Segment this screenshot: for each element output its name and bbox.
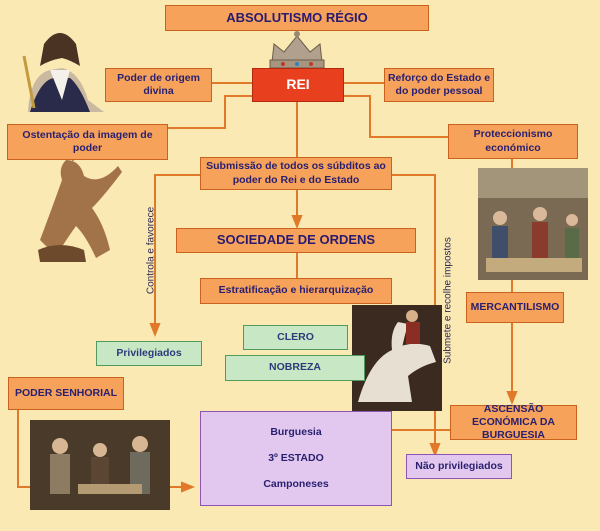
mercantilismo-box: MERCANTILISMO <box>466 292 564 323</box>
connector-rei-proteccionismo <box>344 95 448 138</box>
poder-divino-label: Poder de origem divina <box>117 71 200 97</box>
ascensao-box: ASCENSÃO ECONÓMICA DA BURGUESIA <box>450 402 577 442</box>
terceiro-estado-label: 3º ESTADO <box>268 451 324 464</box>
rei-label: REI <box>286 76 310 93</box>
title-absolutismo-box: ABSOLUTISMO RÉGIO <box>165 5 429 31</box>
sociedade-label: SOCIEDADE DE ORDENS <box>216 232 376 248</box>
mercantilismo-label: MERCANTILISMO <box>470 300 560 313</box>
baroque-statue-picture <box>38 154 122 262</box>
estratificacao-label: Estratificação e hierarquização <box>218 284 374 297</box>
submissao-label: Submissão de todos os súbditos ao poder … <box>206 160 386 186</box>
reforco-box: Reforço do Estado e do poder pessoal <box>384 68 494 102</box>
submete-label: Submete e recolhe impostos <box>442 237 454 364</box>
proteccionismo-box: Proteccionismo económico <box>448 124 578 159</box>
clero-label: CLERO <box>277 330 314 343</box>
nao-privilegiados-box: Não privilegiados <box>406 454 512 479</box>
ostentacao-label: Ostentação da imagem de poder <box>22 128 153 154</box>
crown-icon <box>269 31 325 69</box>
sociedade-box: SOCIEDADE DE ORDENS <box>176 228 416 253</box>
controla-label: Controla e favorece <box>145 206 157 295</box>
peasant-family-painting-picture <box>30 420 170 510</box>
nao-privilegiados-label: Não privilegiados <box>415 459 503 472</box>
burguesia-label: Burguesia <box>270 426 322 439</box>
privilegiados-label: Privilegiados <box>116 346 182 359</box>
arrow-controla <box>149 174 200 337</box>
submissao-box: Submissão de todos os súbditos ao poder … <box>200 157 392 190</box>
poder-divino-box: Poder de origem divina <box>105 68 212 102</box>
terceiro-estado-box: Burguesia 3º ESTADO Camponeses <box>200 411 392 506</box>
poder-senhorial-box: PODER SENHORIAL <box>8 377 124 410</box>
ascensao-label: ASCENSÃO ECONÓMICA DA BURGUESIA <box>471 402 556 442</box>
nobreza-label: NOBREZA <box>269 361 321 374</box>
poder-senhorial-label: PODER SENHORIAL <box>14 386 118 399</box>
clero-box: CLERO <box>243 325 348 350</box>
tapestry-scene-picture <box>478 168 588 280</box>
reforco-label: Reforço do Estado e do poder pessoal <box>387 71 491 97</box>
title-absolutismo: ABSOLUTISMO RÉGIO <box>226 9 368 25</box>
rei-box: REI <box>252 68 344 102</box>
estratificacao-box: Estratificação e hierarquização <box>200 278 392 304</box>
nobreza-box: NOBREZA <box>225 355 365 381</box>
equestrian-painting-picture <box>352 305 442 411</box>
king-portrait-picture <box>22 33 104 112</box>
camponeses-label: Camponeses <box>263 477 329 490</box>
proteccionismo-label: Proteccionismo económico <box>473 128 553 154</box>
ostentacao-box: Ostentação da imagem de poder <box>7 124 168 160</box>
privilegiados-box: Privilegiados <box>96 341 202 366</box>
connector-rei-ostentacao <box>168 95 252 129</box>
